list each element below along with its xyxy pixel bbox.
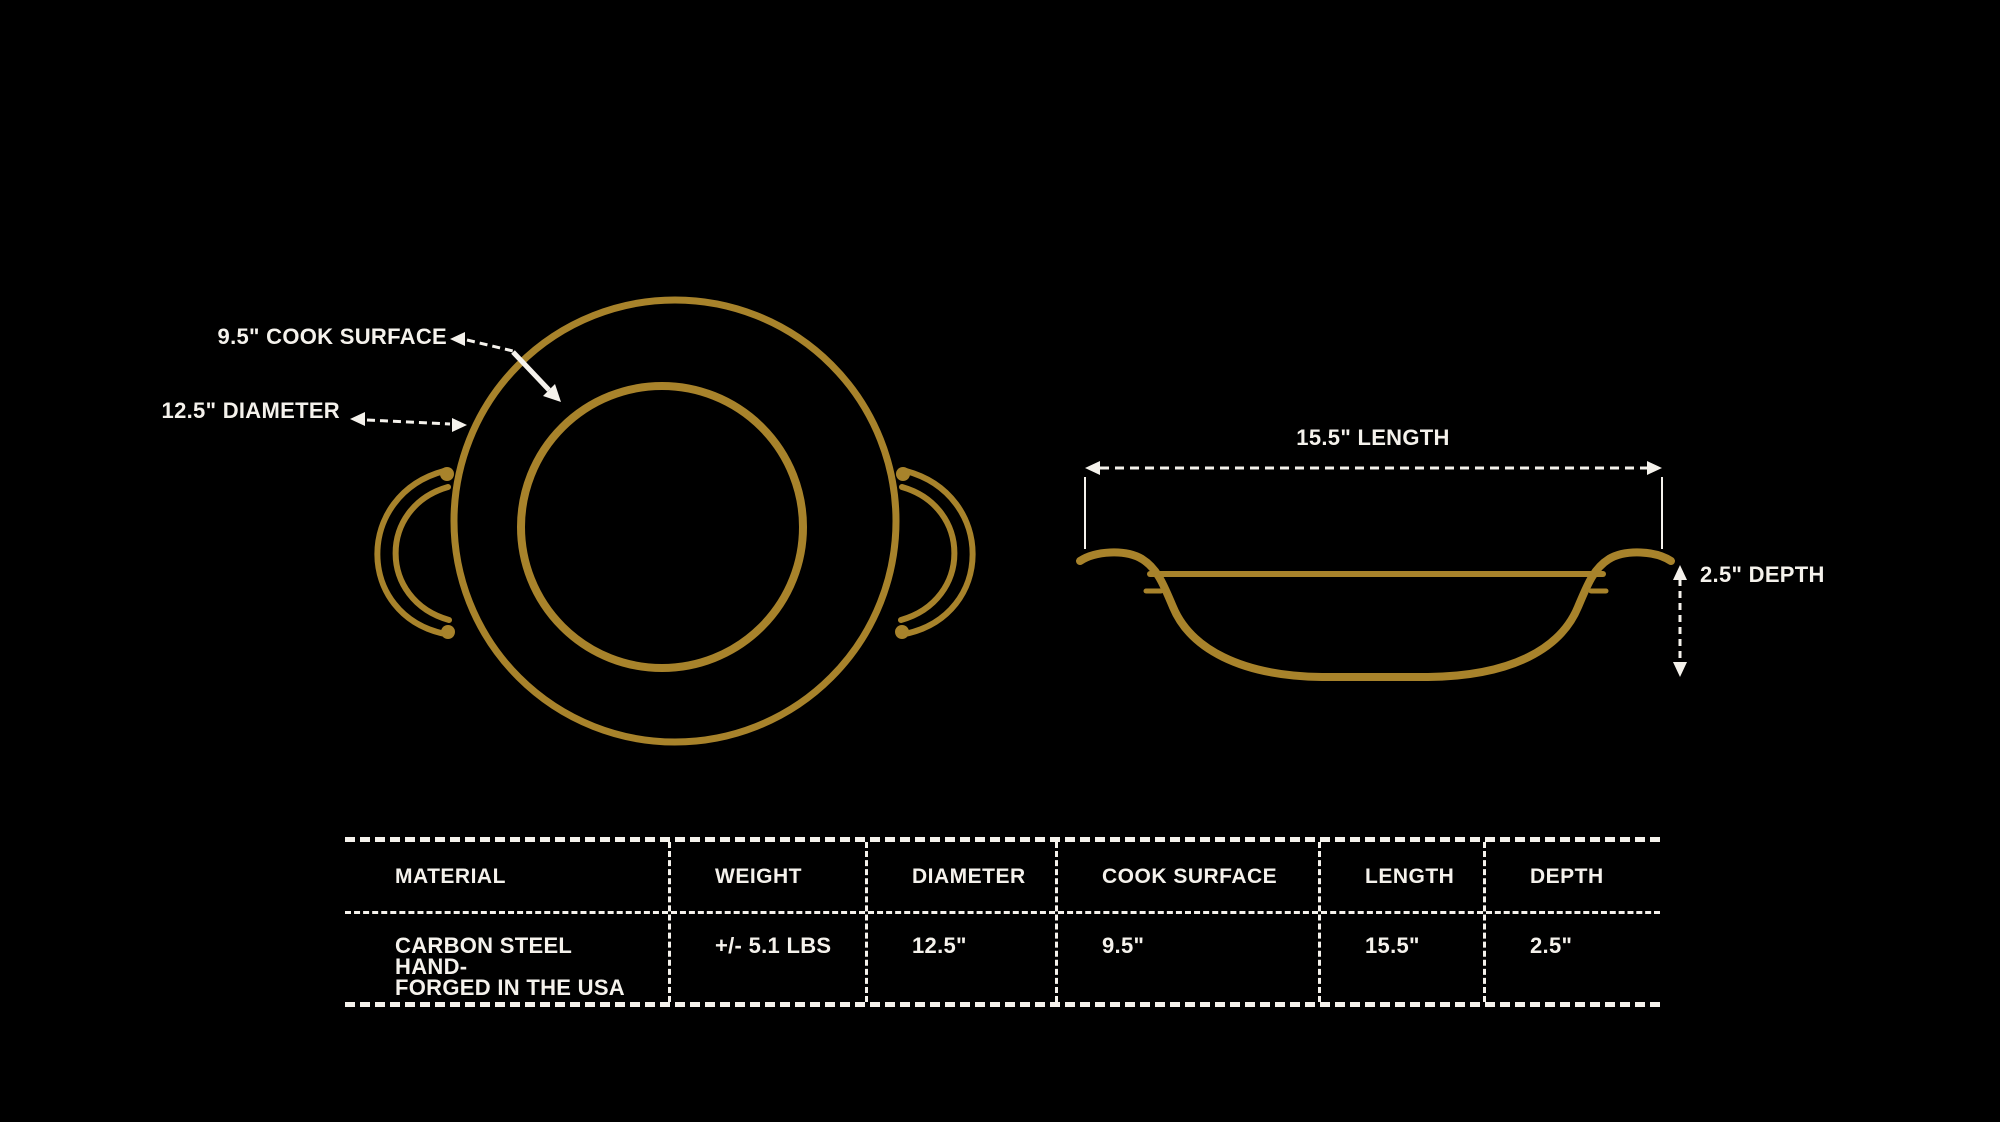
spec-column-length: LENGTH 15.5" [1318, 842, 1483, 1002]
depth-arrow-up-icon [1673, 565, 1687, 580]
length-value: 15.5" [1365, 933, 1420, 958]
cook-surface-leader-dash [466, 338, 514, 353]
spec-column-material: MATERIAL CARBON STEEL HAND- FORGED IN TH… [345, 842, 668, 1002]
diameter-label: 12.5" DIAMETER [161, 398, 340, 423]
depth-value: 2.5" [1530, 933, 1573, 958]
left-handle-rivet-top [440, 467, 454, 481]
cook-surface-outline [517, 382, 807, 672]
right-handle-outer-arc [902, 468, 976, 637]
pan-profile-outline [1076, 548, 1675, 681]
left-handle-inner-arc [392, 484, 452, 623]
column-header: LENGTH [1321, 842, 1483, 914]
depth-arrow-down-icon [1673, 662, 1687, 677]
column-header: COOK SURFACE [1058, 842, 1318, 914]
pan-rim-outline [450, 296, 900, 746]
cook-surface-value: 9.5" [1102, 933, 1145, 958]
spec-column-cook-surface: COOK SURFACE 9.5" [1055, 842, 1318, 1002]
diameter-arrow-right-icon [452, 418, 467, 432]
cook-surface-leader [450, 332, 561, 402]
pan-top-view [374, 296, 976, 746]
column-header: WEIGHT [671, 842, 865, 914]
right-handle-rivet-top [896, 467, 910, 481]
cook-surface-leader-diagonal [511, 350, 551, 392]
spec-column-diameter: DIAMETER 12.5" [865, 842, 1055, 1002]
depth-label: 2.5" DEPTH [1700, 562, 1825, 587]
material-value: CARBON STEEL HAND- FORGED IN THE USA [395, 933, 625, 1000]
column-header: DEPTH [1486, 842, 1660, 914]
left-handle-outer-arc [374, 468, 448, 637]
cook-surface-arrow-left-icon [450, 332, 465, 346]
length-dimension [1084, 461, 1663, 549]
depth-dimension [1673, 565, 1687, 677]
diameter-value: 12.5" [912, 933, 967, 958]
cook-surface-arrow-tip-icon [543, 384, 561, 402]
spec-column-depth: DEPTH 2.5" [1483, 842, 1660, 1002]
column-header: MATERIAL [345, 842, 668, 914]
weight-value: +/- 5.1 LBS [715, 933, 832, 958]
right-handle-inner-arc [898, 484, 958, 623]
spec-table: MATERIAL CARBON STEEL HAND- FORGED IN TH… [345, 837, 1660, 1007]
diameter-leader [350, 412, 467, 432]
pan-side-view [1076, 548, 1675, 681]
spec-column-weight: WEIGHT +/- 5.1 LBS [668, 842, 865, 1002]
cook-surface-label: 9.5" COOK SURFACE [217, 324, 447, 349]
diameter-leader-dash [366, 418, 451, 426]
length-arrow-right-icon [1647, 461, 1662, 475]
right-handle-rivet-bottom [895, 625, 909, 639]
column-header: DIAMETER [868, 842, 1055, 914]
left-handle-rivet-bottom [441, 625, 455, 639]
length-label: 15.5" LENGTH [1296, 425, 1450, 450]
diameter-arrow-left-icon [350, 412, 365, 426]
length-arrow-left-icon [1085, 461, 1100, 475]
